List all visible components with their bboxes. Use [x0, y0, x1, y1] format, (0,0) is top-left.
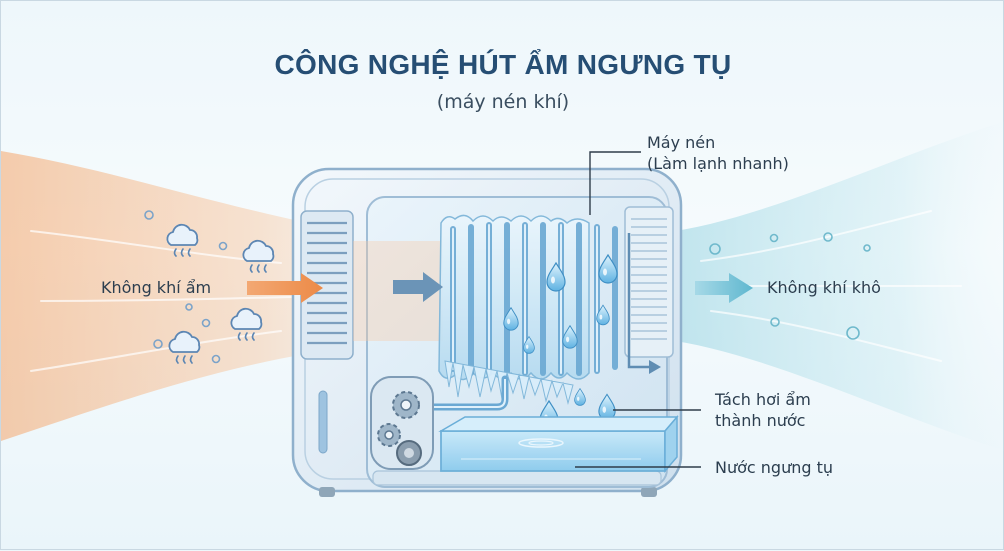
label-separation-line1: Tách hơi ẩm: [715, 390, 811, 409]
label-condensed-water: Nước ngưng tụ: [715, 458, 834, 477]
label-dry-air: Không khí khô: [767, 278, 881, 297]
compressor: [370, 376, 434, 470]
label-compressor: Máy nén (Làm lạnh nhanh): [647, 132, 789, 174]
label-compressor-line2: (Làm lạnh nhanh): [647, 154, 789, 173]
bubble-icon: [709, 232, 871, 340]
arrow-icon: [247, 233, 753, 374]
leader-lines: [575, 151, 701, 468]
page-title: CÔNG NGHỆ HÚT ẨM NGƯNG TỤ: [274, 49, 732, 80]
water-tank: [438, 414, 679, 474]
humid-air-flow: [1, 151, 431, 441]
label-compressor-line1: Máy nén: [647, 133, 716, 152]
page-subtitle: (máy nén khí): [436, 91, 570, 113]
label-humid-air: Không khí ẩm: [101, 278, 212, 297]
label-separation-line2: thành nước: [715, 411, 806, 430]
gear-icon: [392, 391, 420, 419]
label-separation: Tách hơi ẩm thành nước: [715, 389, 811, 431]
gear-icon: [377, 423, 401, 447]
